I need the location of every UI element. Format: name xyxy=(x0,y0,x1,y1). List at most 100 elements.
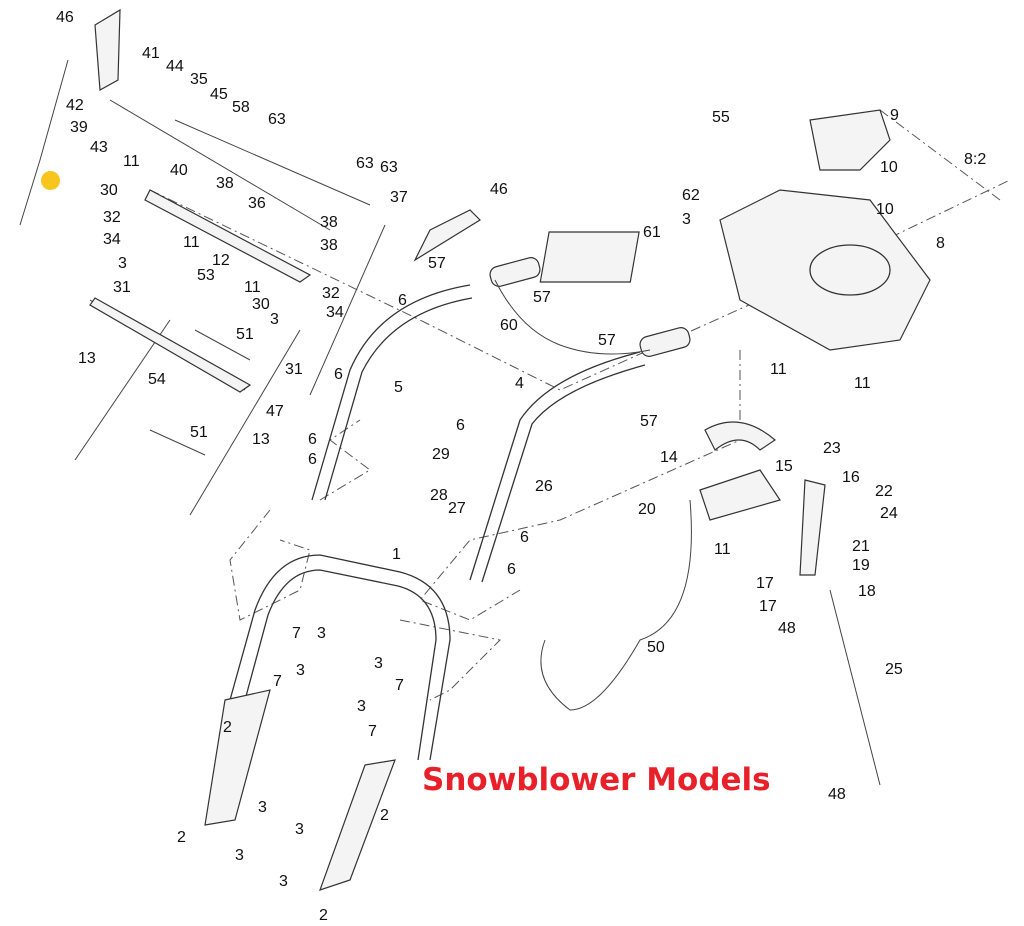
callout-label: 27 xyxy=(448,500,466,517)
callout-label: 8 xyxy=(936,235,945,252)
callout-label: 36 xyxy=(248,195,266,212)
callout-label: 7 xyxy=(368,723,377,740)
callout-label: 6 xyxy=(334,366,343,383)
callout-label: 10 xyxy=(876,201,894,218)
callout-label: 38 xyxy=(216,175,234,192)
callout-label: 11 xyxy=(854,375,871,392)
callout-label: 6 xyxy=(308,431,317,448)
callout-label: 4 xyxy=(515,375,524,392)
callout-label: 46 xyxy=(56,9,74,26)
callout-label: 3 xyxy=(682,211,691,228)
callout-label: 2 xyxy=(319,907,328,924)
callout-label: 5 xyxy=(394,379,403,396)
callout-label: 25 xyxy=(885,661,903,678)
callout-label: 63 xyxy=(268,111,286,128)
callout-label: 53 xyxy=(197,267,215,284)
callout-label: 3 xyxy=(296,662,305,679)
callout-label: 13 xyxy=(252,431,270,448)
callout-label: 60 xyxy=(500,317,518,334)
callout-label: 42 xyxy=(66,97,84,114)
callout-label: 11 xyxy=(183,234,200,251)
callout-label: 47 xyxy=(266,403,284,420)
callout-label: 6 xyxy=(520,529,529,546)
callout-label: 50 xyxy=(647,639,665,656)
callout-label: 20 xyxy=(638,501,656,518)
callout-label: 45 xyxy=(210,86,228,103)
callout-label: 30 xyxy=(252,296,270,313)
callout-label: 3 xyxy=(118,255,127,272)
diagram-title: Snowblower Models xyxy=(422,762,771,798)
callout-label: 1 xyxy=(392,546,401,563)
callout-label: 58 xyxy=(232,99,250,116)
callout-label: 11 xyxy=(244,279,261,296)
callout-label: 16 xyxy=(842,469,860,486)
callout-label: 19 xyxy=(852,557,870,574)
callout-label: 44 xyxy=(166,58,184,75)
callout-label: 57 xyxy=(533,289,551,306)
callout-label: 37 xyxy=(390,189,408,206)
callout-label: 57 xyxy=(598,332,616,349)
callout-label: 3 xyxy=(279,873,288,890)
callout-label: 6 xyxy=(308,451,317,468)
chute-assembly-8 xyxy=(539,109,931,451)
callout-label: 31 xyxy=(113,279,131,296)
callout-label: 31 xyxy=(285,361,303,378)
callout-label: 17 xyxy=(759,598,777,615)
handle-upper-4 xyxy=(469,257,691,583)
callout-label: 41 xyxy=(142,45,160,62)
callout-label: 62 xyxy=(682,187,700,204)
callout-label: 32 xyxy=(322,285,340,302)
callout-label: 39 xyxy=(70,119,88,136)
callout-label: 7 xyxy=(395,677,404,694)
callout-label: 38 xyxy=(320,237,338,254)
callout-label: 7 xyxy=(292,625,301,642)
handle-lower-1 xyxy=(204,554,451,891)
callout-label: 26 xyxy=(535,478,553,495)
callout-label: 9 xyxy=(890,107,899,124)
callout-label: 24 xyxy=(880,505,898,522)
callout-label: 57 xyxy=(428,255,446,272)
callout-label: 48 xyxy=(778,620,796,637)
callout-label: 32 xyxy=(103,209,121,226)
callout-label: 34 xyxy=(326,304,344,321)
callout-label: 63 xyxy=(380,159,398,176)
highlight-marker[interactable] xyxy=(41,171,60,190)
callout-label: 43 xyxy=(90,139,108,156)
callout-label: 10 xyxy=(880,159,898,176)
callout-label: 3 xyxy=(374,655,383,672)
callout-label: 6 xyxy=(507,561,516,578)
callout-label: 29 xyxy=(432,446,450,463)
callout-label: 3 xyxy=(295,821,304,838)
callout-label: 23 xyxy=(823,440,841,457)
handle-upper-5 xyxy=(311,284,473,501)
callout-label: 57 xyxy=(640,413,658,430)
callout-label: 18 xyxy=(858,583,876,600)
callout-label: 2 xyxy=(177,829,186,846)
callout-label: 3 xyxy=(258,799,267,816)
callout-label: 48 xyxy=(828,786,846,803)
callout-label: 54 xyxy=(148,371,166,388)
callout-label: 6 xyxy=(398,292,407,309)
callout-label: 8:2 xyxy=(964,151,986,168)
callout-label: 14 xyxy=(660,449,678,466)
callout-label: 6 xyxy=(456,417,465,434)
callout-label: 30 xyxy=(100,182,118,199)
callout-label: 40 xyxy=(170,162,188,179)
callout-label: 61 xyxy=(643,224,661,241)
callout-label: 11 xyxy=(123,153,140,170)
callout-label: 51 xyxy=(190,424,208,441)
callout-label: 34 xyxy=(103,231,121,248)
callout-label: 11 xyxy=(770,361,787,378)
callout-label: 46 xyxy=(490,181,508,198)
callout-label: 63 xyxy=(356,155,374,172)
callout-label: 28 xyxy=(430,487,448,504)
callout-label: 13 xyxy=(78,350,96,367)
callout-label: 12 xyxy=(212,252,230,269)
callout-label: 3 xyxy=(357,698,366,715)
callout-label: 55 xyxy=(712,109,730,126)
callout-label: 22 xyxy=(875,483,893,500)
callout-label: 11 xyxy=(714,541,731,558)
